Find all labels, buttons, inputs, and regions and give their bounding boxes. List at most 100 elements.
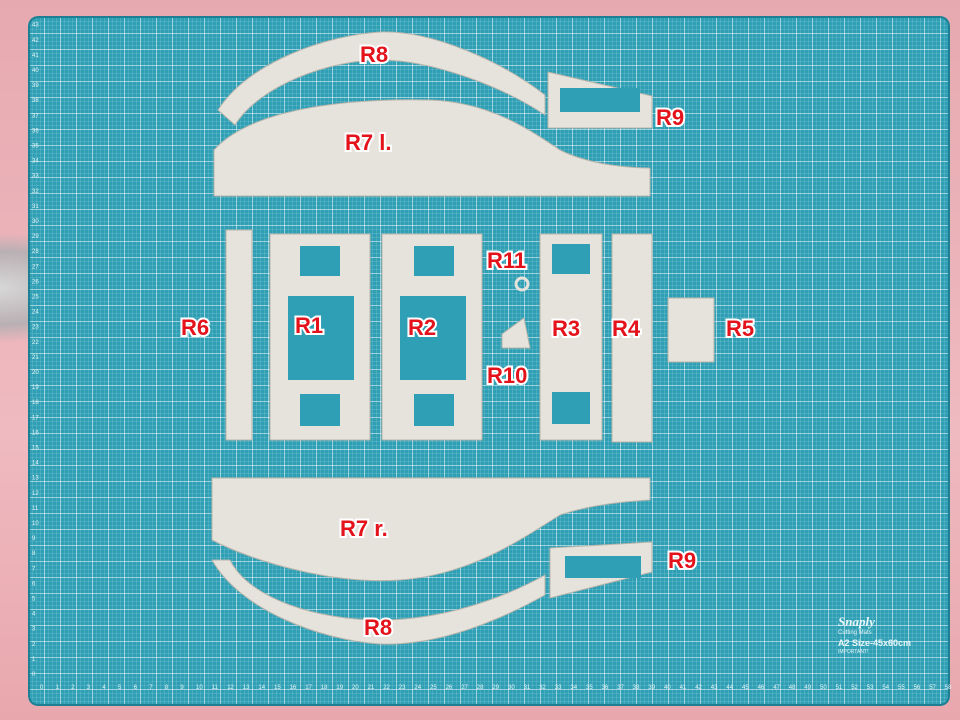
ruler-tick-left: 7 [32,566,36,572]
ruler-tick-bottom: 40 [664,685,671,691]
ruler-tick-bottom: 9 [180,685,184,691]
ruler-tick-bottom: 49 [804,685,811,691]
label-r9-top: R9 [656,105,684,130]
ruler-tick-bottom: 0 [40,685,44,691]
ruler-tick-bottom: 17 [305,685,312,691]
label-r5: R5 [726,316,754,341]
ruler-tick-left: 4 [32,612,36,618]
ruler-tick-bottom: 23 [399,685,406,691]
ruler-tick-bottom: 37 [617,685,624,691]
ruler-tick-bottom: 12 [227,685,234,691]
ruler-tick-left: 28 [32,249,39,255]
ruler-tick-left: 5 [32,597,36,603]
ruler-tick-bottom: 29 [492,685,499,691]
ruler-tick-left: 22 [32,340,39,346]
ruler-tick-left: 38 [32,98,39,104]
ruler-tick-bottom: 11 [212,685,219,691]
ruler-tick-left: 33 [32,174,39,180]
ruler-tick-bottom: 48 [789,685,796,691]
ruler-tick-bottom: 16 [290,685,297,691]
ruler-tick-left: 3 [32,627,36,633]
ruler-tick-left: 21 [32,355,39,361]
label-r10: R10 [487,363,527,388]
ruler-tick-bottom: 33 [555,685,562,691]
label-r8-bottom: R8 [364,615,392,640]
ruler-tick-left: 41 [32,53,39,59]
ruler-tick-left: 30 [32,219,39,225]
part-r4 [611,233,653,443]
brand-size: A2 Size-45x60cm [838,638,912,648]
label-r3: R3 [552,316,580,341]
ruler-tick-bottom: 45 [742,685,749,691]
ruler-tick-left: 36 [32,128,39,134]
ruler-tick-bottom: 4 [102,685,106,691]
ruler-tick-bottom: 6 [134,685,138,691]
ruler-tick-bottom: 25 [430,685,437,691]
ruler-tick-left: 43 [32,23,39,29]
ruler-tick-bottom: 27 [461,685,468,691]
ruler-tick-left: 29 [32,234,39,240]
mat-branding: Snaply Cutting Mats A2 Size-45x60cm IMPO… [838,614,938,655]
label-r2: R2 [408,315,436,340]
ruler-tick-bottom: 3 [87,685,91,691]
ruler-tick-bottom: 24 [414,685,421,691]
ruler-tick-left: 8 [32,551,36,557]
ruler-tick-left: 10 [32,521,39,527]
ruler-tick-left: 19 [32,385,39,391]
ruler-tick-left: 20 [32,370,39,376]
part-r5 [667,297,715,363]
ruler-tick-left: 37 [32,113,39,119]
part-r10 [501,317,531,349]
ruler-tick-left: 9 [32,536,36,542]
ruler-tick-bottom: 19 [336,685,343,691]
ruler-tick-left: 16 [32,430,39,436]
label-r4: R4 [612,316,641,341]
ruler-tick-left: 13 [32,476,39,482]
label-r7-left: R7 l. [345,130,391,155]
ruler-tick-left: 26 [32,279,39,285]
ruler-tick-bottom: 8 [165,685,169,691]
ruler-tick-bottom: 50 [820,685,827,691]
ruler-tick-left: 1 [32,657,36,663]
ruler-tick-left: 35 [32,144,39,150]
part-r8-bottom [211,559,546,645]
ruler-tick-bottom: 55 [898,685,905,691]
ruler-tick-left: 6 [32,581,36,587]
ruler-tick-bottom: 31 [524,685,531,691]
ruler-tick-bottom: 2 [71,685,75,691]
ruler-tick-bottom: 42 [695,685,702,691]
label-r8-top: R8 [360,42,388,67]
brand-name: Snaply [838,614,875,629]
ruler-tick-left: 34 [32,159,39,165]
ruler-tick-bottom: 13 [243,685,250,691]
ruler-tick-bottom: 41 [680,685,687,691]
ruler-tick-left: 25 [32,295,39,301]
brand-important: IMPORTANT! [838,649,869,655]
label-r1: R1 [295,313,323,338]
ruler-tick-left: 17 [32,415,39,421]
ruler-tick-bottom: 58 [945,685,952,691]
ruler-tick-bottom: 46 [758,685,765,691]
ruler-tick-bottom: 56 [914,685,921,691]
label-r9-bottom: R9 [668,548,696,573]
ruler-tick-left: 40 [32,68,39,74]
ruler-tick-bottom: 44 [726,685,733,691]
part-r11 [514,276,530,292]
ruler-tick-bottom: 28 [477,685,484,691]
ruler-tick-left: 0 [32,672,36,678]
ruler-tick-bottom: 22 [383,685,390,691]
ruler-tick-bottom: 53 [867,685,874,691]
part-r7-right [211,477,651,582]
ruler-tick-left: 2 [32,642,36,648]
ruler-tick-bottom: 38 [633,685,640,691]
ruler-tick-left: 11 [32,506,39,512]
ruler-tick-bottom: 26 [446,685,453,691]
ruler-tick-bottom: 20 [352,685,359,691]
ruler-tick-left: 24 [32,310,39,316]
ruler-tick-bottom: 15 [274,685,281,691]
ruler-tick-bottom: 7 [149,685,153,691]
ruler-tick-left: 32 [32,189,39,195]
